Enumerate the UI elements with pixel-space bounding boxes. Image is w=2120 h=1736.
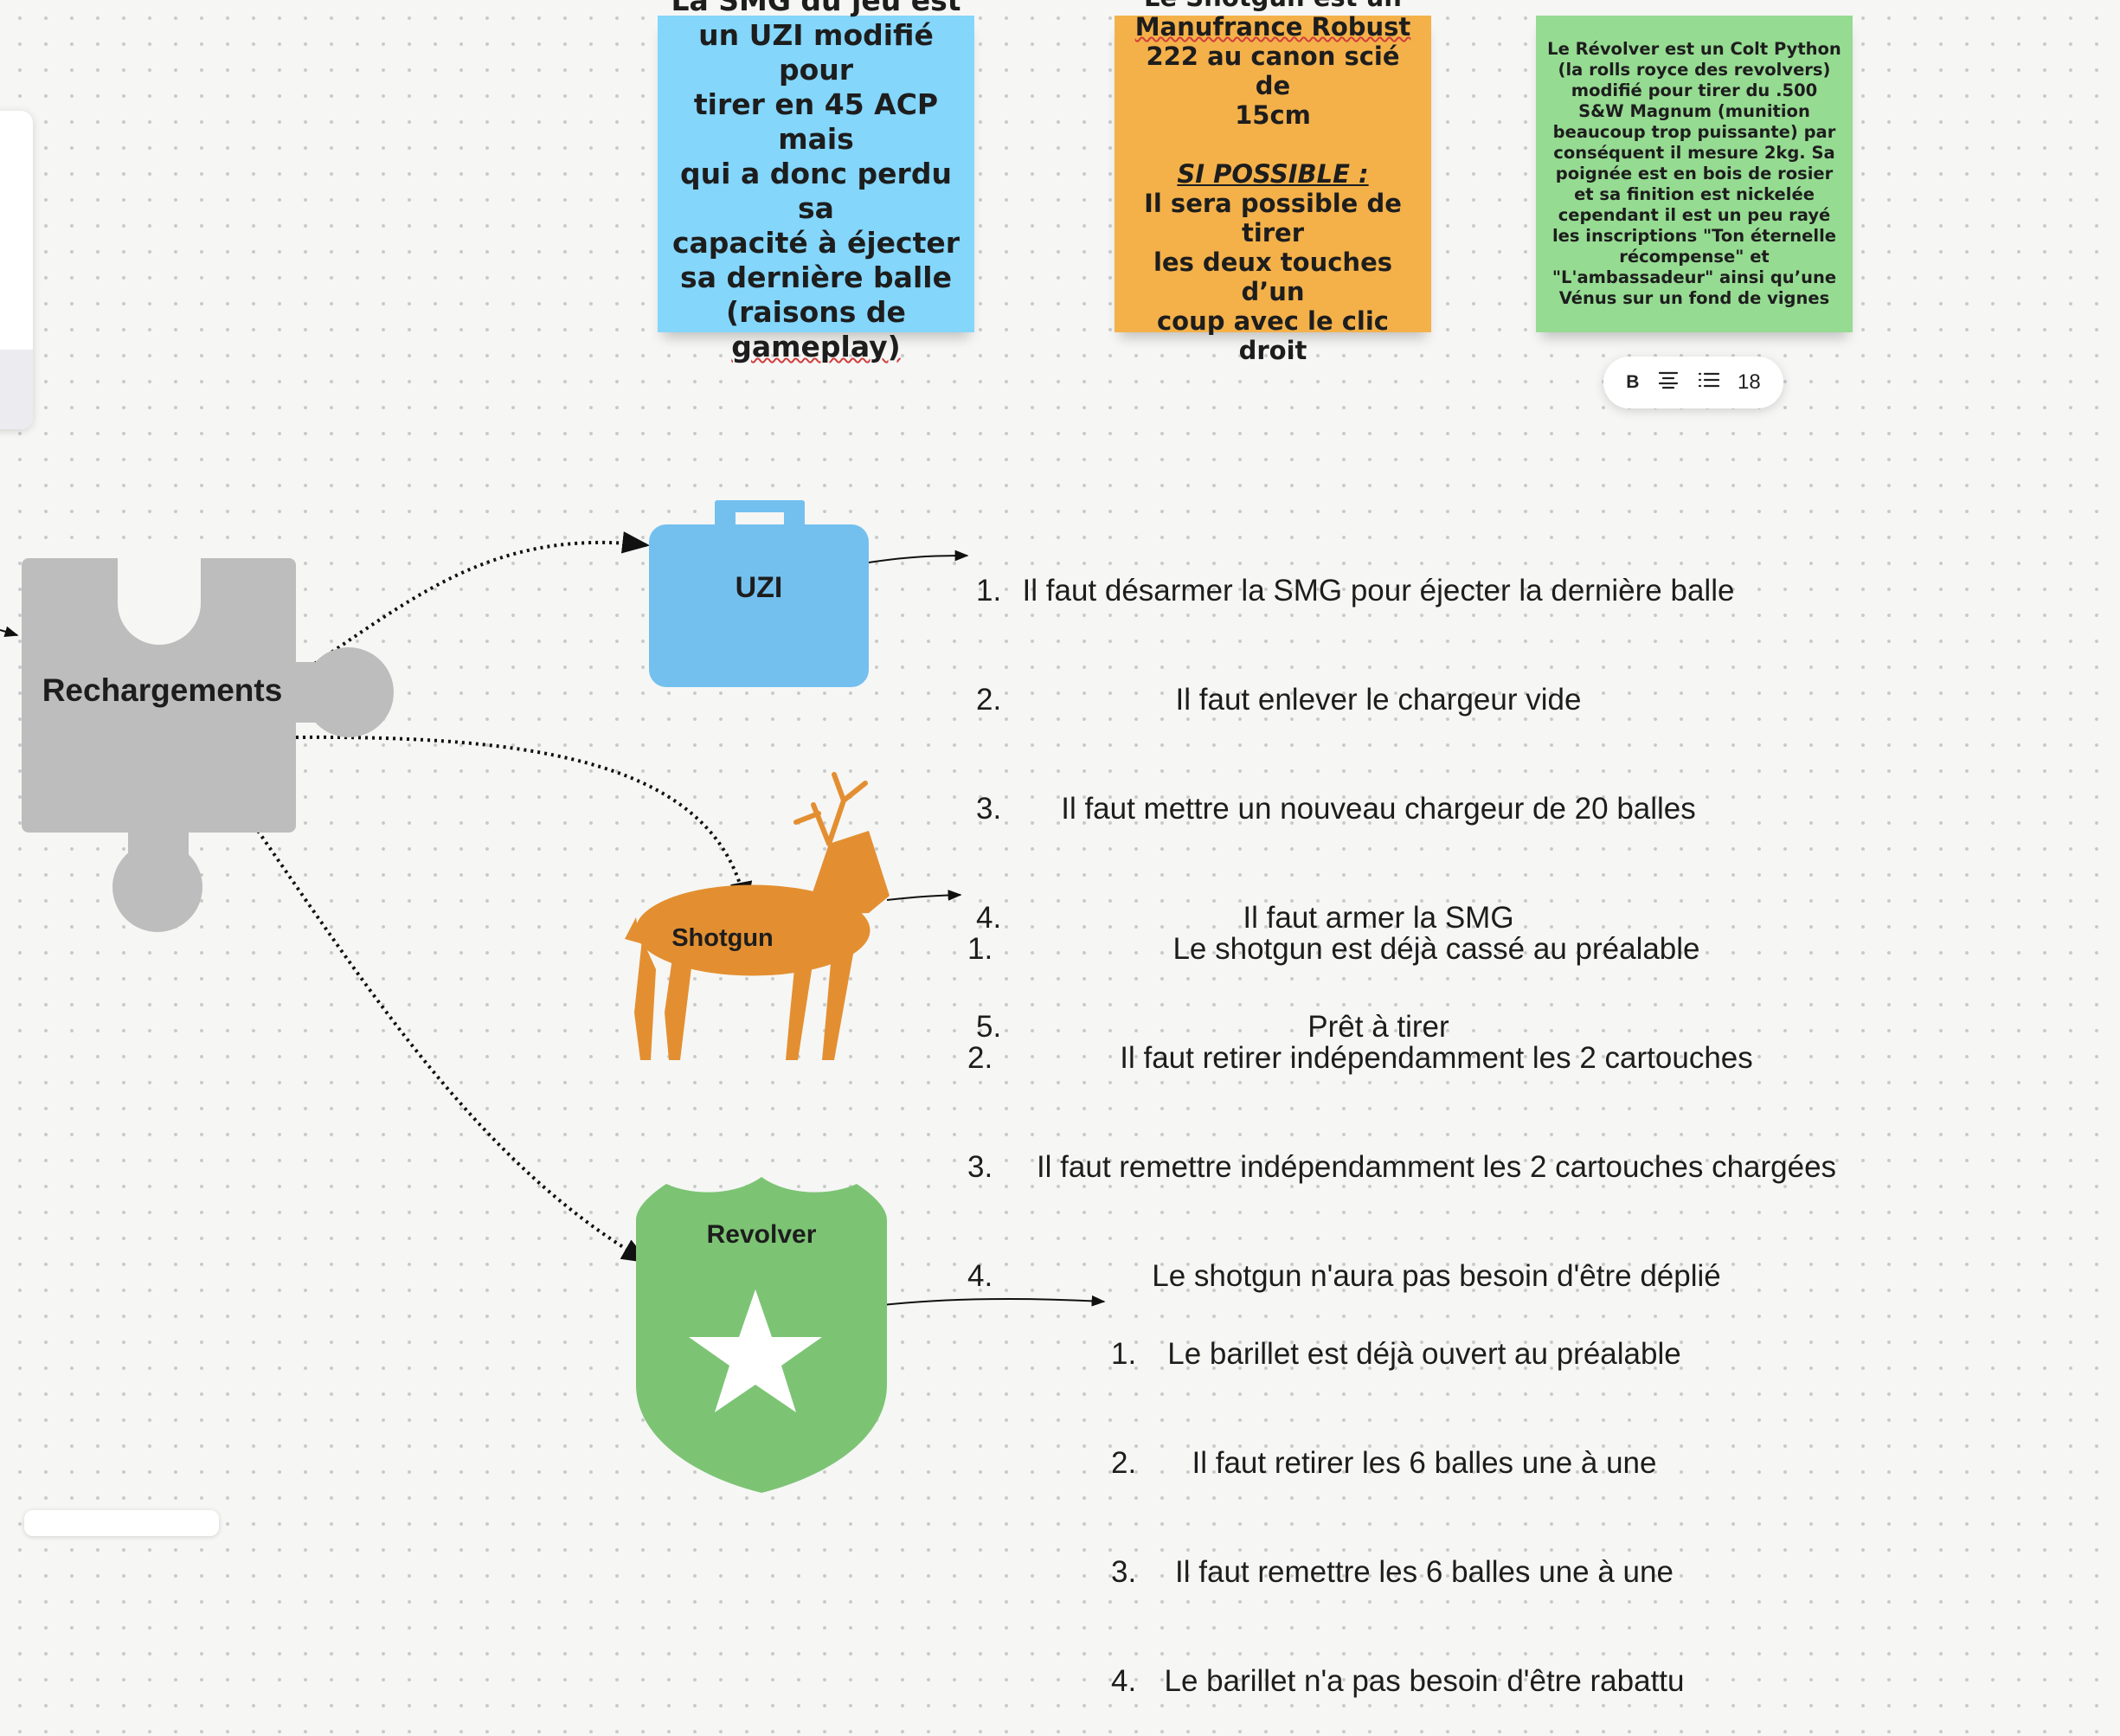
- step-text: Le barillet n'a pas besoin d'être rabatt…: [1164, 1664, 1685, 1698]
- puzzle-piece-icon[interactable]: [22, 554, 394, 932]
- step-text: Prêt à tirer: [1307, 1010, 1449, 1044]
- star-icon: [689, 1289, 822, 1412]
- list-item: 1. Le shotgun est déjà cassé au préalable: [967, 931, 1869, 968]
- step-text: Il faut remettre indépendamment les 2 ca…: [1036, 1150, 1837, 1184]
- list-item: 4. Le barillet n'a pas besoin d'être raba…: [1111, 1663, 1701, 1700]
- note-line: sa dernière balle: [680, 260, 952, 294]
- connector-shotgun-to-steps[interactable]: [886, 890, 962, 901]
- step-text: Il faut retirer indépendamment les 2 car…: [1120, 1041, 1753, 1075]
- list-item: 3. Il faut remettre indépendamment les 2 …: [967, 1149, 1869, 1186]
- step-text: Il faut armer la SMG: [1243, 901, 1514, 935]
- step-number: 2.: [967, 1041, 993, 1075]
- note-line: les inscriptions "Ton éternelle: [1551, 226, 1836, 246]
- diagram-canvas: [0, 500, 1106, 1493]
- step-number: 3.: [967, 1150, 993, 1184]
- note-heading: SI POSSIBLE :: [1177, 159, 1369, 189]
- text-format-toolbar[interactable]: B 18: [1603, 357, 1783, 408]
- step-number: 4.: [1111, 1664, 1137, 1698]
- step-number: 1.: [967, 932, 993, 966]
- list-item: 2. Il faut retirer les 6 balles une à une: [1111, 1445, 1701, 1482]
- left-side-panel[interactable]: [0, 111, 33, 429]
- note-line: S&W Magnum (munition: [1578, 101, 1810, 121]
- step-text: Il faut remettre les 6 balles une à une: [1175, 1555, 1674, 1589]
- note-line: les deux touches d’un: [1153, 248, 1393, 306]
- note-line: "L'ambassadeur" ainsi qu’une: [1551, 267, 1837, 287]
- step-text: Il faut désarmer la SMG pour éjecter la …: [1022, 574, 1735, 608]
- note-line: 222 au canon scié de: [1146, 42, 1400, 100]
- note-line: conséquent il mesure 2kg. Sa: [1553, 143, 1835, 163]
- list-item: 1. Il faut désarmer la SMG pour éjecter l…: [976, 573, 1744, 609]
- revolver-label[interactable]: Revolver: [706, 1220, 817, 1249]
- step-number: 1.: [1111, 1337, 1137, 1371]
- note-line: Vénus sur un fond de vignes: [1558, 288, 1830, 308]
- note-line: (la rolls royce des revolvers): [1558, 60, 1831, 80]
- note-line: modifié pour tirer du .500: [1571, 80, 1818, 100]
- note-line: Manufrance Robust: [1134, 12, 1411, 42]
- step-number: 3.: [1111, 1555, 1137, 1589]
- note-line: La SMG du jeu est: [671, 0, 961, 17]
- step-number: 3.: [976, 792, 1002, 826]
- list-item: 4. Il faut armer la SMG: [976, 900, 1744, 936]
- left-side-panel-footer[interactable]: [0, 350, 33, 429]
- step-number: 2.: [1111, 1446, 1137, 1480]
- bold-icon[interactable]: B: [1626, 372, 1640, 392]
- step-text: Le barillet est déjà ouvert au préalable: [1167, 1337, 1681, 1371]
- step-text: Il faut retirer les 6 balles une à une: [1192, 1446, 1657, 1480]
- list-item: 1. Le barillet est déjà ouvert au préalab…: [1111, 1336, 1701, 1373]
- list-item: 2. Il faut retirer indépendamment les 2 c…: [967, 1040, 1869, 1077]
- shotgun-label[interactable]: Shotgun: [671, 924, 774, 952]
- note-line: un UZI modifié pour: [698, 18, 934, 87]
- sticky-note-shotgun[interactable]: Le Shotgun est un Manufrance Robust 222 …: [1115, 0, 1431, 365]
- connector-incoming[interactable]: [0, 626, 19, 637]
- list-icon[interactable]: [1698, 370, 1720, 395]
- note-line: et sa finition est nickelée: [1574, 184, 1815, 204]
- shotgun-steps-list[interactable]: 1. Le shotgun est déjà cassé au préalable…: [967, 858, 1869, 1331]
- connector-hub-to-shotgun[interactable]: [295, 735, 753, 910]
- sticky-note-smg[interactable]: La SMG du jeu est un UZI modifié pour ti…: [658, 0, 974, 363]
- step-text: Il faut mettre un nouveau chargeur de 20…: [1061, 792, 1696, 826]
- uzi-label[interactable]: UZI: [735, 571, 783, 604]
- note-line: 15cm: [1235, 100, 1311, 130]
- note-line: gameplay): [731, 330, 901, 363]
- step-number: 4.: [976, 901, 1002, 935]
- step-number: 1.: [976, 574, 1002, 608]
- note-line: récompense" et: [1619, 247, 1770, 267]
- note-line: qui a donc perdu sa: [680, 157, 952, 225]
- step-text: Il faut enlever le chargeur vide: [1175, 683, 1582, 717]
- briefcase-icon[interactable]: [649, 500, 869, 687]
- sticky-note-revolver[interactable]: Le Révolver est un Colt Python (la rolls…: [1536, 16, 1853, 332]
- step-number: 2.: [976, 683, 1002, 717]
- step-number: 4.: [967, 1259, 993, 1293]
- note-line: (raisons de: [726, 295, 906, 329]
- connector-uzi-to-steps[interactable]: [868, 550, 969, 563]
- step-text: Le shotgun n'aura pas besoin d'être dépl…: [1152, 1259, 1721, 1293]
- connector-hub-to-revolver[interactable]: [256, 829, 650, 1263]
- deer-icon[interactable]: [625, 772, 890, 1060]
- list-item: 2. Il faut enlever le chargeur vide: [976, 682, 1744, 718]
- list-item: 4. Le shotgun n'aura pas besoin d'être dé…: [967, 1258, 1869, 1295]
- note-line: beaucoup trop puissante) par: [1552, 122, 1836, 142]
- hub-label[interactable]: Rechargements: [42, 672, 283, 708]
- note-line: tirer en 45 ACP mais: [693, 87, 939, 156]
- note-line: Il sera possible de tirer: [1144, 189, 1402, 248]
- revolver-steps-list[interactable]: 1. Le barillet est déjà ouvert au préalab…: [1111, 1263, 1701, 1736]
- police-badge-icon[interactable]: [636, 1177, 887, 1493]
- font-size-value[interactable]: 18: [1738, 370, 1761, 394]
- list-item: 5. Prêt à tirer: [976, 1009, 1744, 1045]
- list-item: 3. Il faut remettre les 6 balles une à un…: [1111, 1554, 1701, 1591]
- note-line: Le Révolver est un Colt Python: [1547, 39, 1841, 59]
- align-center-icon[interactable]: [1657, 370, 1680, 395]
- note-line: Le Shotgun est un: [1127, 0, 1419, 12]
- note-line: poignée est en bois de rosier: [1555, 164, 1834, 183]
- note-line: capacité à éjecter: [671, 226, 960, 260]
- step-text: Le shotgun est déjà cassé au préalable: [1172, 932, 1700, 966]
- step-number: 5.: [976, 1010, 1002, 1044]
- list-item: 3. Il faut mettre un nouveau chargeur de …: [976, 791, 1744, 827]
- uzi-steps-list[interactable]: 1. Il faut désarmer la SMG pour éjecter l…: [976, 500, 1744, 1082]
- note-line: coup avec le clic droit: [1156, 306, 1389, 365]
- note-line: cependant il est un peu rayé: [1558, 205, 1831, 225]
- connector-revolver-to-steps[interactable]: [866, 1295, 1106, 1308]
